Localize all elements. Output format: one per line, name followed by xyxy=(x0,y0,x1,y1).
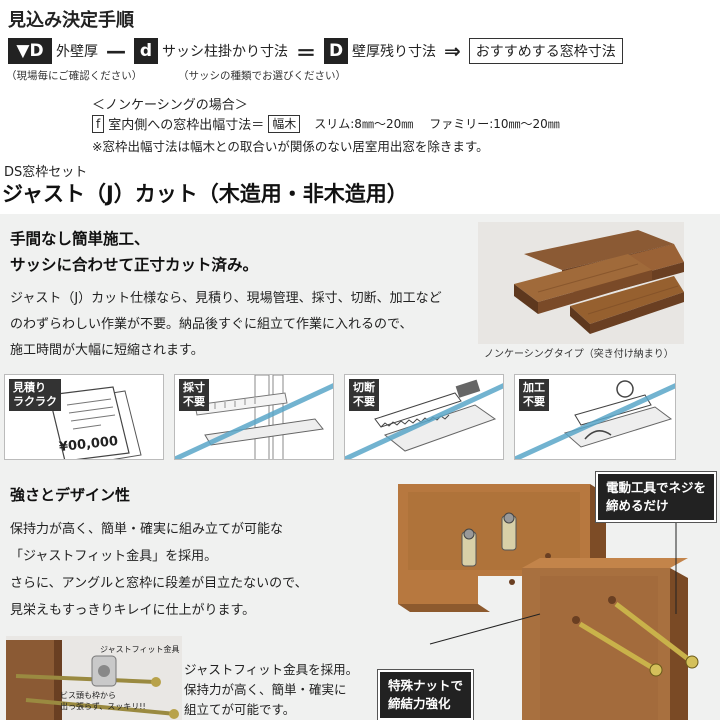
procedure-title: 見込み決定手順 xyxy=(8,10,134,31)
sash-dimension-symbol: d xyxy=(134,38,158,64)
tape-measure-illustration xyxy=(175,375,333,459)
arrow-icon: ⇒ xyxy=(444,39,461,63)
easy-heading-line2: サッシに合わせて正寸カット済み。 xyxy=(10,256,259,274)
process-tag-line1: 加工 xyxy=(523,381,545,394)
power-tool-callout-line2: 締めるだけ xyxy=(606,498,669,513)
document-icon xyxy=(48,386,142,459)
remaining-thickness-label: 壁厚残り寸法 xyxy=(352,44,436,60)
f-symbol: f xyxy=(92,114,105,133)
power-tool-callout: 電動工具でネジを 締めるだけ xyxy=(594,471,718,523)
process-tag: 加工 不要 xyxy=(519,379,549,411)
easy-install-body: ジャスト（J）カット仕様なら、見積り、現場管理、採寸、切断、加工など のわずらわ… xyxy=(10,286,460,364)
strength-body-line1: 保持力が高く、簡単・確実に組み立てが可能な xyxy=(10,522,284,537)
screw-note: ビス頭も枠から 出っ張らず、スッキリ!! xyxy=(60,690,146,712)
strength-body-line2: 「ジャストフィット金具」を採用。 xyxy=(10,549,218,564)
easy-install-heading: 手間なし簡単施工、 サッシに合わせて正寸カット済み。 xyxy=(10,226,258,278)
wall-thickness-symbol: ▼D xyxy=(8,38,52,64)
slim-range: スリム:8㎜～20㎜ xyxy=(314,117,414,131)
sash-type-note: （サッシの種類でお選びください） xyxy=(178,70,346,82)
saw-illustration xyxy=(345,379,503,459)
wall-thickness-label: 外壁厚 xyxy=(56,44,98,60)
power-tool-callout-line1: 電動工具でネジを xyxy=(606,480,707,495)
special-nut-callout-line1: 特殊ナットで xyxy=(388,678,464,693)
process-tag-line2: 不要 xyxy=(523,395,545,408)
fitting-desc-line2: 保持力が高く、簡単・確実に xyxy=(184,682,347,697)
fitting-desc-line3: 組立てが可能です。 xyxy=(184,702,296,717)
remaining-thickness-symbol: D xyxy=(324,38,348,64)
panel-process: 加工 不要 xyxy=(514,374,676,460)
panel-cut: 切断 不要 xyxy=(344,374,504,460)
strength-body: 保持力が高く、簡単・確実に組み立てが可能な 「ジャストフィット金具」を採用。 さ… xyxy=(10,516,370,624)
family-range: ファミリー:10㎜～20㎜ xyxy=(429,117,560,131)
product-subtitle: DS窓枠セット xyxy=(4,165,88,180)
wood-photo-caption: ノンケーシングタイプ（突き付け納まり） xyxy=(484,349,674,360)
router-illustration xyxy=(515,380,675,459)
baseboard-box: 幅木 xyxy=(268,114,301,133)
strength-heading: 強さとデザイン性 xyxy=(10,486,131,504)
noncasing-heading: ＜ノンケーシングの場合＞ xyxy=(92,98,248,113)
noncasing-formula: f 室内側への窓枠出幅寸法＝ 幅木 スリム:8㎜～20㎜ ファミリー:10㎜～2… xyxy=(92,114,560,133)
estimate-tag-line2: ラクラク xyxy=(13,395,57,408)
fitting-desc-line1: ジャストフィット金具を採用。 xyxy=(184,662,359,677)
special-nut-callout-line2: 締結力強化 xyxy=(388,696,451,711)
fitting-description: ジャストフィット金具を採用。 保持力が高く、簡単・確実に 組立てが可能です。 xyxy=(184,660,358,720)
special-nut-callout: 特殊ナットで 締結力強化 xyxy=(376,669,475,720)
measure-tag: 採寸 不要 xyxy=(179,379,209,411)
dimension-formula-section: 見込み決定手順 ▼D 外壁厚 — d サッシ柱掛かり寸法 ＝ D 壁厚残り寸法 … xyxy=(0,0,720,160)
dimension-formula: ▼D 外壁厚 — d サッシ柱掛かり寸法 ＝ D 壁厚残り寸法 ⇒ おすすめする… xyxy=(8,36,623,66)
panel-estimate: 見積り ラクラク ¥00,000 xyxy=(4,374,164,460)
noncasing-formula-text: 室内側への窓枠出幅寸法＝ xyxy=(108,118,265,133)
cut-tag-line2: 不要 xyxy=(353,395,375,408)
strength-body-line3: さらに、アングルと窓枠に段差が目立たないので、 xyxy=(10,576,308,591)
sash-dimension-label: サッシ柱掛かり寸法 xyxy=(162,44,288,60)
easy-body-line1: ジャスト（J）カット仕様なら、見積り、現場管理、採寸、切断、加工など xyxy=(10,291,442,306)
frame-joint-illustration xyxy=(380,464,720,720)
panel-measure: 採寸 不要 xyxy=(174,374,334,460)
fitting-label: ジャストフィット金具 xyxy=(100,645,180,654)
measure-tag-line2: 不要 xyxy=(183,395,205,408)
screw-note-line2: 出っ張らず、スッキリ!! xyxy=(60,702,146,711)
estimate-tag-line1: 見積り xyxy=(13,381,46,394)
noncasing-exception: ※窓枠出幅寸法は幅木との取合いが関係のない居室用出窓を除きます。 xyxy=(92,139,489,154)
strength-body-line4: 見栄えもすっきりキレイに仕上がります。 xyxy=(10,603,256,618)
fitting-photo xyxy=(6,636,182,720)
screw-note-line1: ビス頭も枠から xyxy=(60,691,116,700)
cut-tag: 切断 不要 xyxy=(349,379,379,411)
easy-heading-line1: 手間なし簡単施工、 xyxy=(10,230,150,248)
measure-tag-line1: 採寸 xyxy=(183,381,205,394)
wood-boards-photo xyxy=(478,222,684,344)
equals-sign: ＝ xyxy=(296,40,316,65)
recommended-frame-size: おすすめする窓枠寸法 xyxy=(468,38,623,64)
product-title: ジャスト（J）カット（木造用・非木造用） xyxy=(2,182,408,206)
minus-sign: — xyxy=(106,39,126,63)
cut-tag-line1: 切断 xyxy=(353,381,375,394)
easy-body-line3: 施工時間が大幅に短縮されます。 xyxy=(10,343,204,358)
estimate-tag: 見積り ラクラク xyxy=(9,379,61,411)
site-check-note: （現場毎にご確認ください） xyxy=(6,70,143,82)
easy-body-line2: のわずらわしい作業が不要。納品後すぐに組立て作業に入れるので、 xyxy=(10,317,413,332)
